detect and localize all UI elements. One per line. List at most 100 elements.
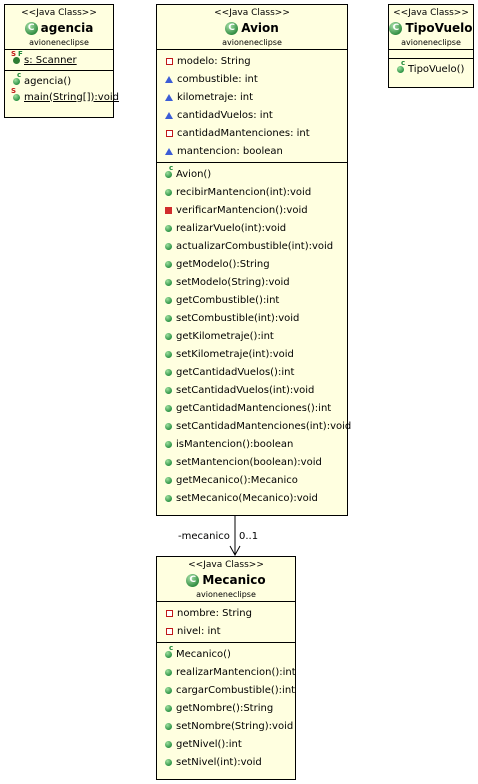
public-method-icon [165, 224, 172, 232]
member-row[interactable]: nombre: String [157, 604, 295, 622]
member-text: getNivel():int [176, 738, 242, 750]
member-text: kilometraje: int [177, 91, 254, 103]
member-row[interactable]: setKilometraje(int):void [157, 345, 347, 363]
public-method-icon [165, 314, 172, 322]
member-text: setCombustible(int):void [176, 312, 300, 324]
public-method-icon [165, 458, 172, 466]
public-method-icon [165, 686, 172, 694]
member-row[interactable]: modelo: String [157, 52, 347, 70]
member-text: getCantidadMantenciones():int [176, 402, 332, 414]
package-label: avioneneclipse [401, 38, 461, 47]
package-label: avioneneclipse [29, 38, 89, 47]
private-field-icon [166, 609, 173, 617]
member-text: setModelo(String):void [176, 276, 290, 288]
member-text: agencia() [24, 75, 72, 87]
member-row[interactable]: setMecanico(Mecanico):void [157, 489, 347, 507]
navigability-arrowhead [229, 545, 241, 557]
association-multiplicity-label: 0..1 [239, 531, 259, 542]
package-field-icon [165, 147, 173, 155]
member-row[interactable]: setCantidadVuelos(int):void [157, 381, 347, 399]
member-row[interactable]: getNivel():int [157, 735, 295, 753]
package-label: avioneneclipse [222, 38, 282, 47]
public-method-icon [165, 332, 172, 340]
member-row[interactable]: setMantencion(boolean):void [157, 453, 347, 471]
member-row[interactable]: cargarCombustible():int [157, 681, 295, 699]
member-text: getNombre():String [176, 702, 274, 714]
constructor-icon: c [13, 71, 21, 85]
member-row[interactable]: realizarVuelo(int):void [157, 219, 347, 237]
private-method-icon [165, 206, 172, 214]
public-method-icon [165, 422, 172, 430]
member-text: TipoVuelo() [408, 63, 465, 75]
member-row[interactable]: getMecanico():Mecanico [157, 471, 347, 489]
member-row[interactable]: getModelo():String [157, 255, 347, 273]
member-row[interactable]: actualizarCombustible(int):void [157, 237, 347, 255]
member-row[interactable]: setNombre(String):void [157, 717, 295, 735]
member-row[interactable]: setModelo(String):void [157, 273, 347, 291]
public-method-icon [165, 188, 172, 196]
class-name: agencia [40, 21, 94, 35]
member-text: getCantidadVuelos():int [176, 366, 295, 378]
member-row[interactable]: setCombustible(int):void [157, 309, 347, 327]
member-row[interactable]: combustible: int [157, 70, 347, 88]
member-row[interactable]: getCantidadMantenciones():int [157, 399, 347, 417]
member-text: setNombre(String):void [176, 720, 294, 732]
member-text: isMantencion():boolean [176, 438, 294, 450]
member-text: setCantidadMantenciones(int):void [176, 420, 352, 432]
association-role-label: -mecanico [178, 531, 230, 542]
public-method-icon [165, 740, 172, 748]
member-row[interactable]: isMantencion():boolean [157, 435, 347, 453]
class-box-agencia[interactable]: <<Java Class>> C agencia avioneneclipse … [4, 4, 119, 118]
member-row[interactable]: kilometraje: int [157, 88, 347, 106]
member-text: cargarCombustible():int [176, 684, 296, 696]
member-row[interactable]: getNombre():String [157, 699, 295, 717]
member-row[interactable]: setNivel(int):void [157, 753, 295, 771]
member-text: actualizarCombustible(int):void [176, 240, 334, 252]
member-text: nivel: int [177, 625, 221, 637]
member-row[interactable]: cantidadVuelos: int [157, 106, 347, 124]
constructor-icon: c [165, 644, 173, 658]
package-field-icon [165, 75, 173, 83]
public-method-icon [165, 242, 172, 250]
member-text: main(String[]):void [24, 91, 119, 103]
class-box-avion[interactable]: <<Java Class>> C Avion avioneneclipse mo… [156, 4, 351, 516]
member-row[interactable]: setCantidadMantenciones(int):void [157, 417, 351, 435]
class-box-mecanico[interactable]: <<Java Class>> C Mecanico avioneneclipse… [156, 556, 296, 780]
public-method-icon [165, 440, 172, 448]
member-row[interactable]: recibirMantencion(int):void [157, 183, 347, 201]
member-text: combustible: int [177, 73, 258, 85]
attributes-section: nombre: String nivel: int [157, 601, 295, 642]
static-method-icon: S [11, 87, 20, 101]
member-text: Mecanico() [176, 648, 231, 660]
public-method-icon [165, 404, 172, 412]
private-field-icon [166, 129, 173, 137]
public-method-icon [165, 722, 172, 730]
member-row[interactable]: nivel: int [157, 622, 295, 640]
public-method-icon [165, 668, 172, 676]
member-row[interactable]: verificarMantencion():void [157, 201, 347, 219]
public-method-icon [165, 350, 172, 358]
member-text: Avion() [176, 168, 212, 180]
member-row[interactable]: cantidadMantenciones: int [157, 124, 347, 142]
member-row[interactable]: getCantidadVuelos():int [157, 363, 347, 381]
stereotype-label: <<Java Class>> [21, 8, 97, 18]
member-row[interactable]: realizarMantencion():int [157, 663, 296, 681]
public-method-icon [165, 494, 172, 502]
member-text: realizarVuelo(int):void [176, 222, 287, 234]
private-field-icon [166, 627, 173, 635]
member-text: recibirMantencion(int):void [176, 186, 312, 198]
member-row[interactable]: getCombustible():int [157, 291, 347, 309]
package-label: avioneneclipse [196, 590, 256, 599]
class-box-tipovuelo[interactable]: <<Java Class>> C TipoVuelo avioneneclips… [388, 4, 474, 88]
member-row[interactable]: mantencion: boolean [157, 142, 347, 160]
member-row[interactable]: getKilometraje():int [157, 327, 347, 345]
